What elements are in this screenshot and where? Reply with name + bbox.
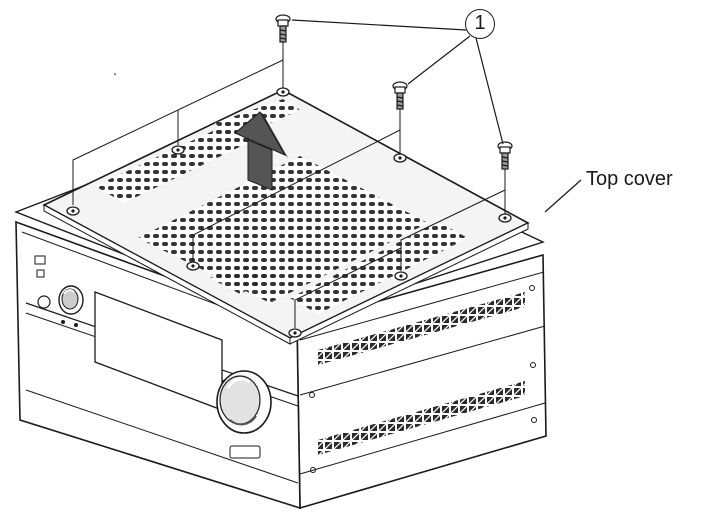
knob-icon	[216, 370, 272, 434]
vent-field-right	[290, 222, 468, 314]
screw-icon	[497, 141, 513, 170]
edge-mark: .	[113, 62, 117, 78]
top-cover	[42, 59, 530, 345]
vent-field-left	[95, 123, 258, 203]
screw-icon	[275, 14, 291, 43]
input-knob-icon	[58, 285, 84, 315]
callout-leaders	[291, 19, 582, 213]
vent-field-center	[138, 156, 428, 303]
headphone-jack	[37, 295, 51, 309]
callout-number-badge: 1	[465, 9, 495, 39]
screw-icon	[392, 81, 408, 110]
side-vent-upper	[318, 292, 525, 365]
top-cover-label: Top cover	[586, 168, 673, 190]
arrow-up-icon	[234, 111, 288, 191]
side-panel	[296, 253, 547, 510]
screw-guide-lines	[282, 42, 506, 214]
side-vent-lower	[318, 381, 525, 455]
vent-field-front	[210, 258, 280, 294]
